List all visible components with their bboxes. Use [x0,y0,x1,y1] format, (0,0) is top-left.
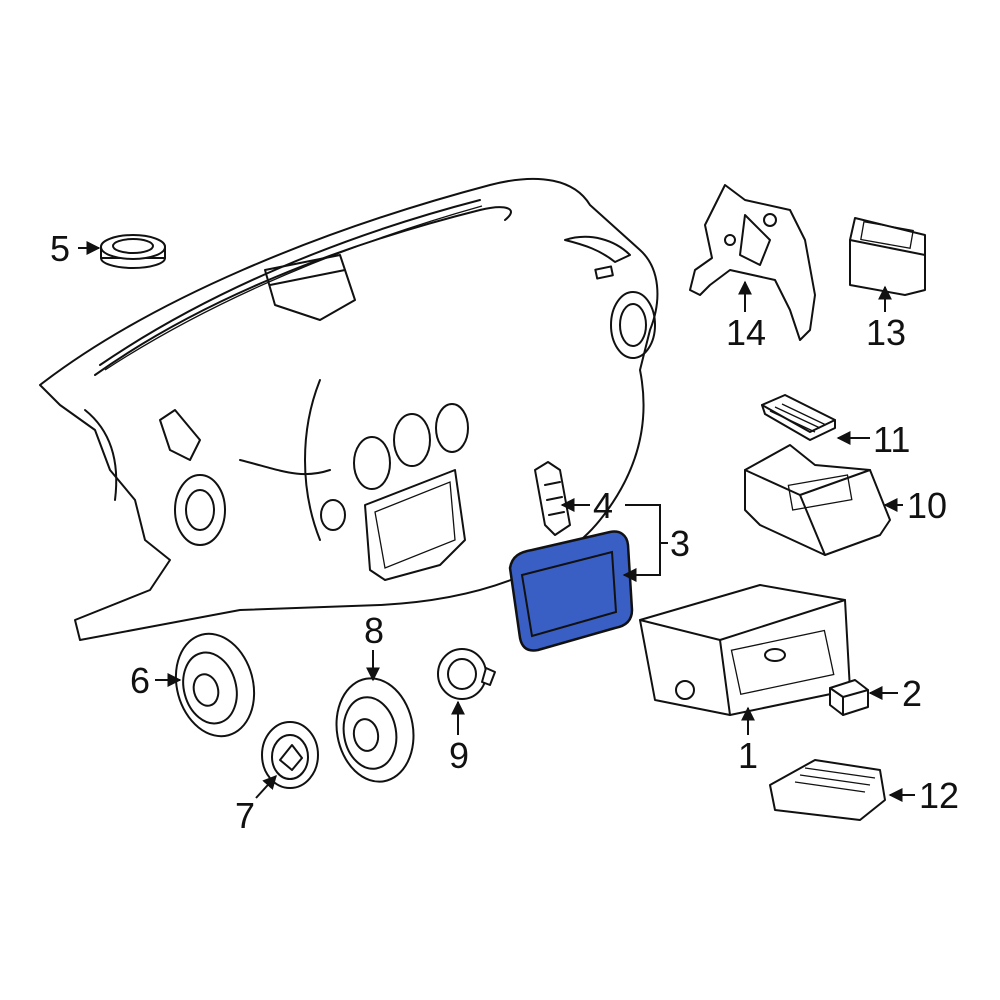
part-14-bracket [689,184,816,341]
part-5-tweeter [100,234,166,269]
callout-4: 4 [593,485,613,526]
callout-14: 14 [726,312,766,353]
part-1-head-unit [639,584,851,716]
part-6-speaker [174,632,256,738]
callout-2: 2 [902,673,922,714]
part-13-module [849,217,926,296]
dashboard-panel [39,177,659,641]
callout-7: 7 [235,795,255,836]
callout-1: 1 [738,735,758,776]
part-4-clip [534,461,571,536]
callout-11: 11 [873,419,910,460]
callout-5: 5 [50,228,70,269]
callout-6: 6 [130,660,150,701]
part-11-board [761,394,836,441]
part-3-display [508,530,634,652]
callout-12: 12 [919,775,959,816]
callout-9: 9 [449,735,469,776]
callout-numbers: 5 14 13 11 10 4 3 2 1 12 6 7 8 9 [50,228,959,836]
callout-8: 8 [364,610,384,651]
part-10-housing [744,444,891,556]
display-highlight [508,530,634,652]
callout-13: 13 [866,312,906,353]
part-12-amplifier [769,759,886,821]
part-2-module [829,679,869,716]
part-8-speaker [335,677,415,783]
callout-lines [78,241,915,802]
part-9-speaker [437,648,496,700]
callout-10: 10 [907,485,947,526]
part-7-speaker [261,721,319,789]
callout-3: 3 [670,523,690,564]
